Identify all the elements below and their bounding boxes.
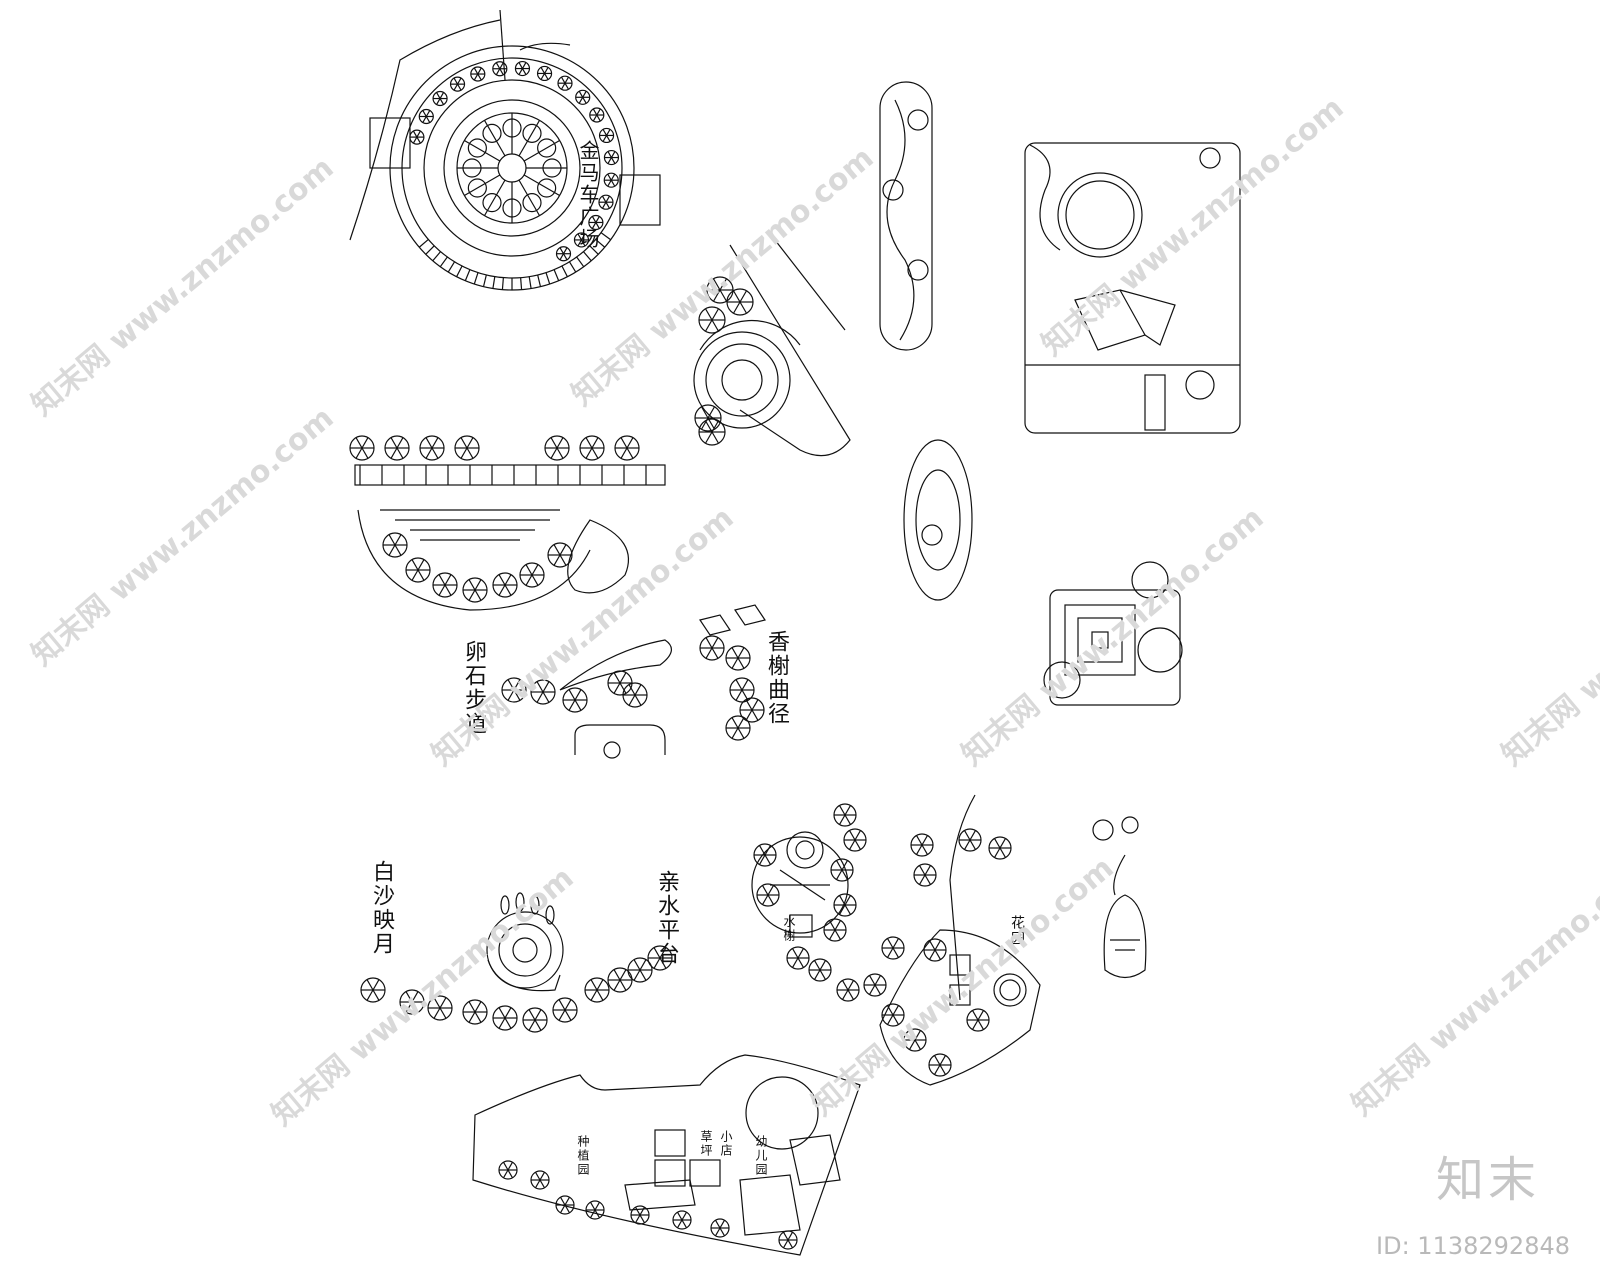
label-plant-garden: 种植园 <box>576 1135 590 1177</box>
plan-circular-plaza <box>349 9 661 291</box>
label-garden: 花园 <box>1009 915 1025 947</box>
brand-logo: 知末 <box>1435 1152 1540 1208</box>
plan-fragrant-path <box>699 604 766 741</box>
label-shop: 小店 <box>719 1130 733 1158</box>
plan-pebble-path <box>501 639 672 759</box>
plan-round-pavilion <box>693 239 851 457</box>
plan-square-courtyard <box>1043 561 1183 706</box>
label-water-platform: 亲水平台 <box>654 870 679 966</box>
plan-small-fountain <box>1092 816 1147 979</box>
plan-water-platform <box>360 892 673 1033</box>
label-fragrant-path: 香榭曲径 <box>764 630 789 726</box>
plan-pill-garden <box>879 81 933 351</box>
label-lawn: 草坪 <box>699 1130 713 1158</box>
plan-irregular-garden <box>879 794 1041 1086</box>
label-plaza-name: 金马车广场 <box>576 140 600 250</box>
label-white-sand: 白沙映月 <box>369 860 394 956</box>
plan-terrace-semicircle <box>349 435 666 611</box>
label-kindergarten: 幼儿园 <box>754 1135 768 1177</box>
plan-kindergarten-site <box>472 1054 861 1256</box>
plan-rect-garden <box>1024 142 1241 434</box>
plan-ellipse-garden <box>903 439 973 601</box>
label-pebble-path: 卵石步道 <box>461 640 486 736</box>
plan-pavilion-cluster <box>751 803 905 1002</box>
label-pavilion: 水榭 <box>782 915 796 943</box>
image-id: ID: 1138292848 <box>1376 1232 1570 1260</box>
